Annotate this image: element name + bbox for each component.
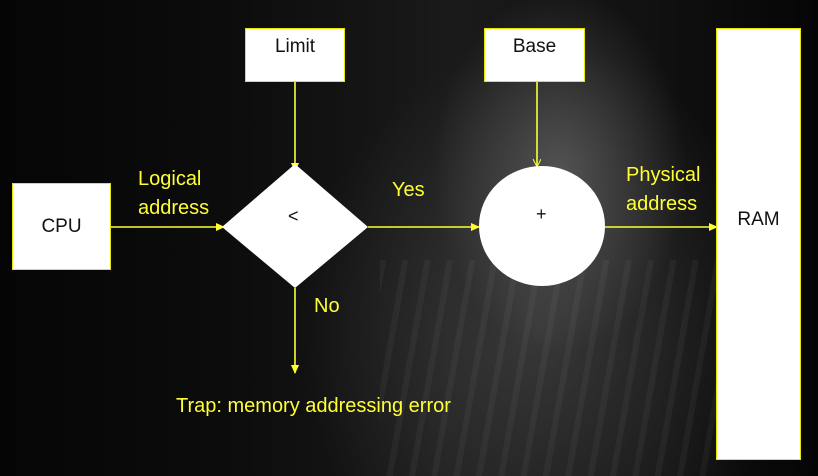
add-symbol: + xyxy=(536,204,547,224)
physical-address-line1: Physical xyxy=(626,164,701,186)
limit-box: Limit xyxy=(245,28,345,82)
yes-label: Yes xyxy=(392,179,425,201)
compare-symbol: < xyxy=(288,206,299,226)
limit-label: Limit xyxy=(274,36,316,57)
base-label: Base xyxy=(512,36,557,57)
logical-address-line2: address xyxy=(138,197,210,219)
logical-address-line1: Logical xyxy=(138,168,202,190)
cpu-box: CPU xyxy=(12,183,111,270)
physical-address-label: Physical address xyxy=(626,161,700,219)
adder-circle xyxy=(479,166,605,286)
base-box: Base xyxy=(484,28,585,82)
logical-address-label: Logical address xyxy=(138,165,209,223)
compare-diamond xyxy=(222,164,368,288)
cpu-label: CPU xyxy=(41,215,82,237)
physical-address-line2: address xyxy=(626,193,698,215)
no-label: No xyxy=(314,295,340,317)
ram-label: RAM xyxy=(737,209,780,230)
ram-box: RAM xyxy=(716,28,801,460)
trap-label: Trap: memory addressing error xyxy=(176,395,451,417)
